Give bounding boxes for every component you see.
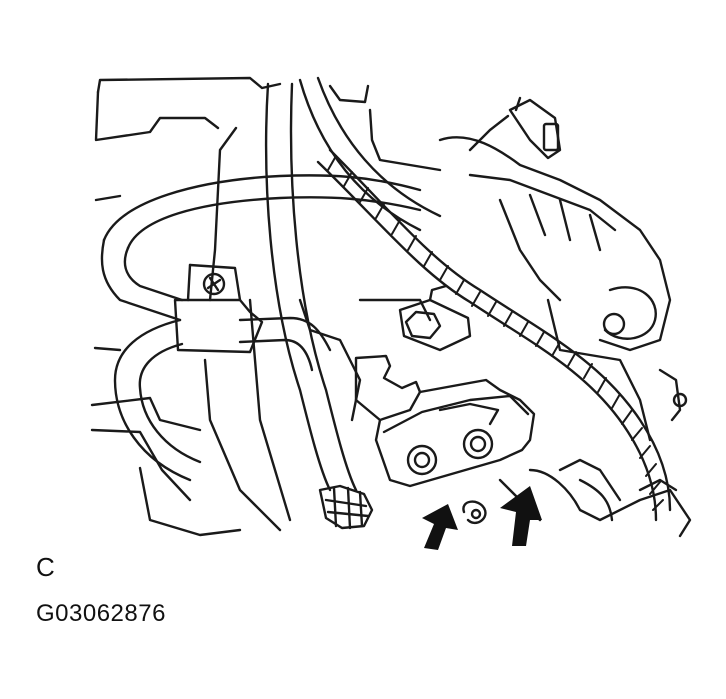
figure-code: G03062876 [36,600,166,627]
view-letter: C [36,552,55,582]
arrow-left [422,504,458,550]
sensor-connector [468,96,562,160]
pipe-clamp-left [173,263,264,354]
arrow-right [500,486,542,546]
engine-bracket-illustration [90,76,692,550]
fuel-line-nut [318,484,374,530]
hex-bolt-center [398,284,472,352]
alternator-outline [438,136,688,442]
wire-harness [316,148,672,522]
fuel-pipes [100,76,442,492]
mounting-bracket [354,354,536,525]
bolt-arrows [422,486,542,550]
